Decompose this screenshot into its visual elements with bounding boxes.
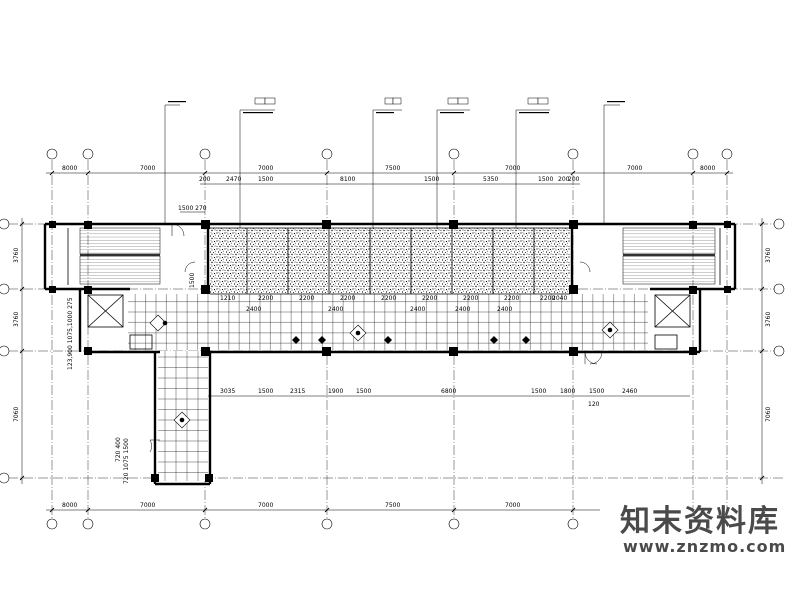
- dim-right-3: 7060: [765, 407, 772, 422]
- dim-lower-1: 3035: [220, 388, 235, 395]
- thin-walls: [67, 227, 721, 350]
- axis-bubbles-top: [46, 148, 733, 160]
- watermark-title: 知末资料库: [620, 504, 780, 539]
- dimension-labels-detail: 200 2470 1500 8100 1500 5350 1500 200 20…: [199, 176, 580, 183]
- dim-bottom-3: 7000: [258, 502, 273, 509]
- dim-right-1: 3760: [765, 248, 772, 263]
- dimension-labels-misc: 1500 270 123,900 1075,1000 275 720 400 7…: [67, 205, 600, 484]
- watermark-url: www.znzmo.com: [623, 537, 787, 556]
- dim-mid-5: 2400: [497, 306, 512, 313]
- dim-lower-5: 1500: [356, 388, 371, 395]
- dim-detail-5: 1500: [424, 176, 439, 183]
- dimension-ticks: [19, 170, 765, 513]
- dim-top-3: 7000: [258, 165, 273, 172]
- dim-corridor-4: 2200: [340, 295, 355, 302]
- dim-bottom-4: 7500: [385, 502, 400, 509]
- dim-small-top: 1500 270: [178, 205, 207, 212]
- leader-tag-texts: [168, 101, 625, 114]
- dim-mid-3: 2400: [410, 306, 425, 313]
- dim-small-left-b: 720 400: [115, 437, 122, 462]
- dim-corridor-5: 2200: [381, 295, 396, 302]
- staircase-left: [79, 227, 161, 285]
- dim-lower-8: 1800: [560, 388, 575, 395]
- dim-corridor-3: 2200: [299, 295, 314, 302]
- dim-detail-8: 200: [558, 176, 570, 183]
- dim-lower-3: 2315: [290, 388, 305, 395]
- dim-detail-7: 1500: [538, 176, 553, 183]
- terrazzo-bay-dividers: [246, 228, 535, 294]
- dim-mid-2: 2400: [328, 306, 343, 313]
- dim-top-7: 8000: [700, 165, 715, 172]
- dim-right-2: 3760: [765, 312, 772, 327]
- dim-detail-4: 8100: [340, 176, 355, 183]
- dim-corridor-2: 2200: [258, 295, 273, 302]
- dim-bottom-5: 7000: [505, 502, 520, 509]
- dim-bottom-2: 7000: [140, 502, 155, 509]
- dim-corridor-1: 1210: [220, 295, 235, 302]
- dim-top-1: 8000: [62, 165, 77, 172]
- dim-mid-1: 2400: [246, 306, 261, 313]
- dim-corridor-6: 2200: [422, 295, 437, 302]
- dim-top-2: 7000: [140, 165, 155, 172]
- dimension-labels-left: 3760 3760 7060: [13, 248, 20, 422]
- dim-detail-3: 1500: [258, 176, 273, 183]
- dim-corridor-8: 2200: [504, 295, 519, 302]
- axis-bubbles-left: [0, 218, 10, 484]
- dimension-labels-top: 8000 7000 7000 7500 7000 7000 8000: [62, 165, 715, 172]
- dimension-labels-bottom: 8000 7000 7000 7500 7000: [62, 502, 520, 509]
- plant-symbols: [292, 336, 530, 344]
- dim-detail-9: 200: [568, 176, 580, 183]
- floor-medallions: [149, 314, 619, 429]
- walls: [43, 222, 737, 486]
- dim-bottom-1: 8000: [62, 502, 77, 509]
- dim-lower-6: 6800: [441, 388, 456, 395]
- dim-corridor-10: 2040: [552, 295, 567, 302]
- dimension-labels-lower: 3035 1500 2315 1900 1500 6800 1500 1800 …: [220, 388, 637, 395]
- dim-mid: 1500: [189, 273, 196, 288]
- dim-lower-4: 1900: [328, 388, 343, 395]
- staircase-right: [622, 227, 716, 285]
- dim-detail-1: 200: [199, 176, 211, 183]
- dim-detail-2: 2470: [226, 176, 241, 183]
- dim-corridor-9: 2200: [540, 295, 555, 302]
- door-swings: [149, 223, 603, 453]
- dim-lower-2: 1500: [258, 388, 273, 395]
- dim-120: 120: [588, 401, 600, 408]
- leader-tag-boxes: [254, 97, 549, 105]
- dimension-labels-corridor-top: 1210 2200 2200 2200 2200 2200 2200 2200 …: [220, 295, 567, 302]
- dim-left-3: 7060: [13, 407, 20, 422]
- dim-corridor-7: 2200: [463, 295, 478, 302]
- dim-left-1: 3760: [13, 248, 20, 263]
- dimension-labels-right: 3760 3760 7060: [765, 248, 772, 422]
- terrazzo-floor-zone: [210, 228, 570, 294]
- dim-top-5: 7000: [505, 165, 520, 172]
- dim-top-4: 7500: [385, 165, 400, 172]
- dim-small-left-c: 720 1075 1500: [123, 438, 130, 484]
- dim-left-2: 3760: [13, 312, 20, 327]
- axis-bubbles-right: [773, 218, 785, 357]
- dim-small-left-a: 123,900 1075,1000 275: [67, 297, 74, 370]
- dim-lower-9: 1500: [589, 388, 604, 395]
- dim-mid-4: 2400: [455, 306, 470, 313]
- dim-top-6: 7000: [627, 165, 642, 172]
- structural-columns: [49, 220, 731, 482]
- dim-lower-10: 2460: [622, 388, 637, 395]
- leader-lines: [164, 104, 620, 228]
- axis-bubbles-bottom: [46, 518, 579, 530]
- dim-detail-6: 5350: [483, 176, 498, 183]
- dimension-labels-corridor-mid: 2400 2400 2400 2400 2400: [246, 306, 512, 313]
- dim-lower-7: 1500: [531, 388, 546, 395]
